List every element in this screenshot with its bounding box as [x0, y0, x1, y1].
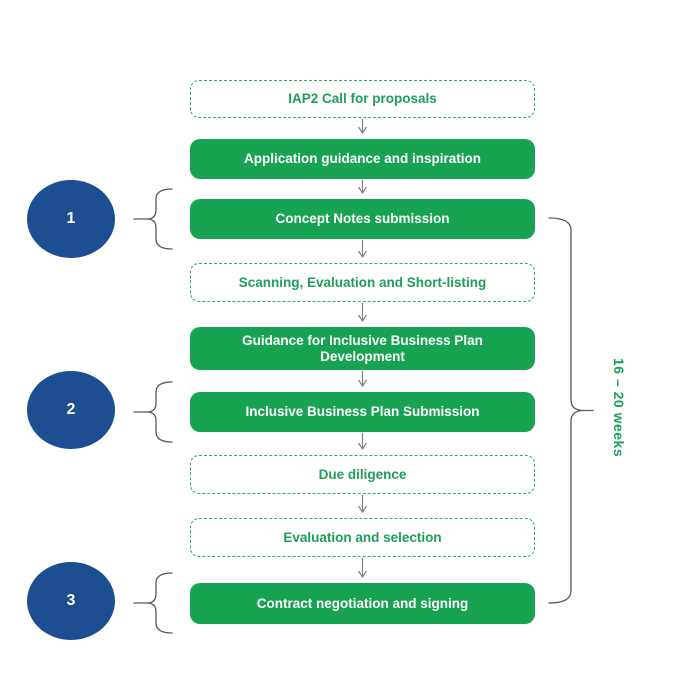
step-label: Inclusive Business Plan Submission: [245, 404, 480, 419]
step-box-iap2-call: IAP2 Call for proposals: [190, 80, 535, 118]
step-box-evaluation-selection: Evaluation and selection: [190, 518, 535, 557]
phase-marker-1: 1: [27, 180, 115, 258]
step-label: Due diligence: [318, 466, 407, 482]
phase-brace-1: [133, 188, 173, 250]
step-label: IAP2 Call for proposals: [288, 91, 437, 106]
duration-label: 16 – 20 weeks: [611, 358, 627, 458]
step-label: Contract negotiation and signing: [256, 595, 469, 611]
phase-marker-2: 2: [27, 371, 115, 449]
step-box-due-diligence: Due diligence: [190, 455, 535, 494]
phase-marker-3: 3: [27, 562, 115, 640]
phase-marker-number: 2: [66, 401, 76, 418]
phase-marker-number: 1: [66, 210, 76, 227]
step-box-scanning-evaluation: Scanning, Evaluation and Short-listing: [190, 263, 535, 302]
step-box-contract-negotiation: Contract negotiation and signing: [190, 583, 535, 624]
step-box-concept-notes: Concept Notes submission: [190, 199, 535, 239]
step-box-guidance-ibp: Guidance for Inclusive Business Plan Dev…: [190, 327, 535, 370]
phase-brace-3: [133, 572, 173, 634]
step-label: Application guidance and inspiration: [243, 151, 481, 166]
step-label: Scanning, Evaluation and Short-listing: [238, 274, 487, 290]
step-label: Concept Notes submission: [275, 211, 450, 226]
step-label: Guidance for Inclusive Business Plan Dev…: [242, 332, 483, 364]
duration-brace: [548, 217, 594, 604]
step-box-ibp-submission: Inclusive Business Plan Submission: [190, 392, 535, 432]
step-box-application-guidance: Application guidance and inspiration: [190, 139, 535, 179]
phase-marker-number: 3: [66, 592, 76, 609]
step-label: Evaluation and selection: [283, 529, 442, 545]
phase-brace-2: [133, 381, 173, 443]
